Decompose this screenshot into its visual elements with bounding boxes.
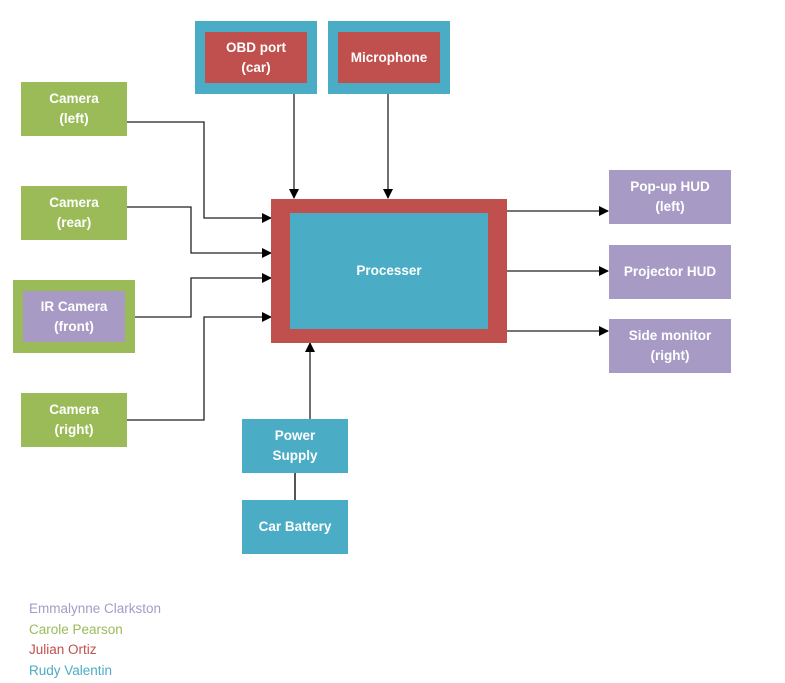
ir-camera-front-label: IR Camera (front)	[40, 298, 108, 334]
edge-camera-rear-to-processor	[127, 206, 272, 258]
camera-rear-node[interactable]: Camera (rear)	[21, 186, 127, 240]
car-battery-node[interactable]: Car Battery	[242, 500, 348, 554]
legend: Emmalynne Clarkston Carole Pearson Julia…	[29, 599, 161, 681]
edge-camera-right-to-processor	[127, 312, 272, 421]
camera-right-node[interactable]: Camera (right)	[21, 393, 127, 447]
legend-item: Rudy Valentin	[29, 662, 113, 678]
obd-port-label: OBD port (car)	[226, 39, 286, 75]
microphone-node[interactable]: Microphone	[338, 32, 440, 83]
legend-item: Carole Pearson	[29, 621, 123, 637]
popup-hud-left-node[interactable]: Pop-up HUD (left)	[609, 170, 731, 224]
popup-hud-left-label: Pop-up HUD (left)	[630, 179, 710, 214]
projector-hud-label: Projector HUD	[623, 264, 717, 279]
legend-item: Julian Ortiz	[29, 642, 97, 657]
microphone-label: Microphone	[350, 49, 428, 65]
car-battery-label: Car Battery	[258, 519, 332, 534]
processor-node[interactable]: Processer	[290, 213, 488, 329]
power-supply-node[interactable]: Power Supply	[242, 419, 348, 473]
camera-right-label: Camera (right)	[49, 402, 99, 437]
camera-left-label: Camera (left)	[49, 91, 99, 126]
camera-rear-label: Camera (rear)	[49, 195, 99, 230]
edge-ir-camera-to-processor	[135, 273, 272, 318]
obd-port-node[interactable]: OBD port (car)	[205, 32, 307, 83]
power-supply-label: Power Supply	[272, 428, 318, 463]
legend-item: Emmalynne Clarkston	[29, 601, 162, 616]
edge-camera-left-to-processor	[127, 121, 272, 223]
side-monitor-right-label: Side monitor (right)	[628, 328, 712, 363]
processor-label: Processer	[356, 263, 422, 278]
projector-hud-node[interactable]: Projector HUD	[609, 245, 731, 299]
ir-camera-front-node[interactable]: IR Camera (front)	[23, 291, 125, 342]
side-monitor-right-node[interactable]: Side monitor (right)	[609, 319, 731, 373]
camera-left-node[interactable]: Camera (left)	[21, 82, 127, 136]
